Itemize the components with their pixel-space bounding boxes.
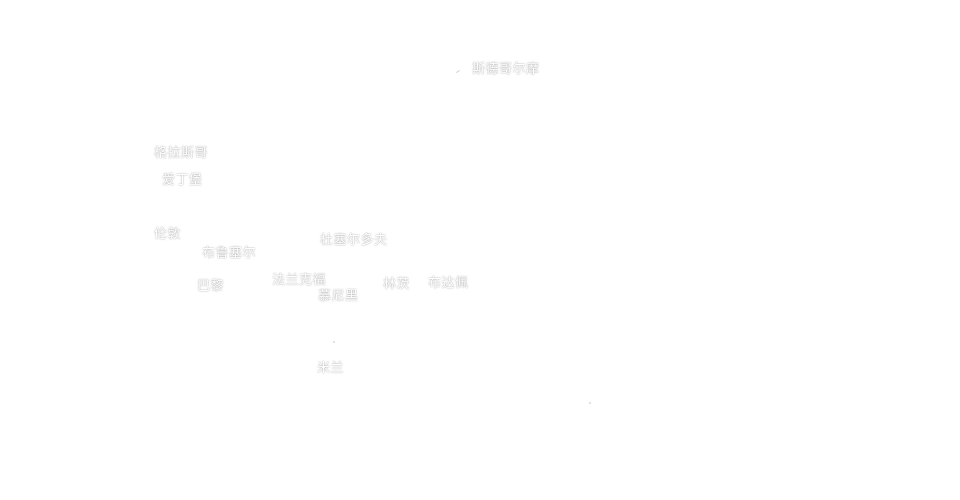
city-label-budapest: 布达佩 xyxy=(428,276,469,291)
city-label-munich: 慕尼黑 xyxy=(318,289,359,304)
city-label-paris: 巴黎 xyxy=(197,279,225,294)
city-label-london: 伦敦 xyxy=(154,227,182,242)
city-label-linz: 林茨 xyxy=(383,277,411,292)
city-label-brussels: 布鲁塞尔 xyxy=(202,246,257,261)
city-marker xyxy=(589,402,591,404)
city-marker xyxy=(333,341,335,343)
city-label-edinburgh: 爱丁堡 xyxy=(162,173,203,188)
stockholm-marker xyxy=(456,69,460,74)
city-label-milan: 米兰 xyxy=(317,361,345,376)
city-label-glasgow: 格拉斯哥 xyxy=(154,146,209,161)
city-label-frankfurt: 法兰克福 xyxy=(272,273,327,288)
city-label-dusseldorf: 杜塞尔多夫 xyxy=(320,233,388,248)
city-label-stockholm: 斯德哥尔摩 xyxy=(472,62,540,77)
